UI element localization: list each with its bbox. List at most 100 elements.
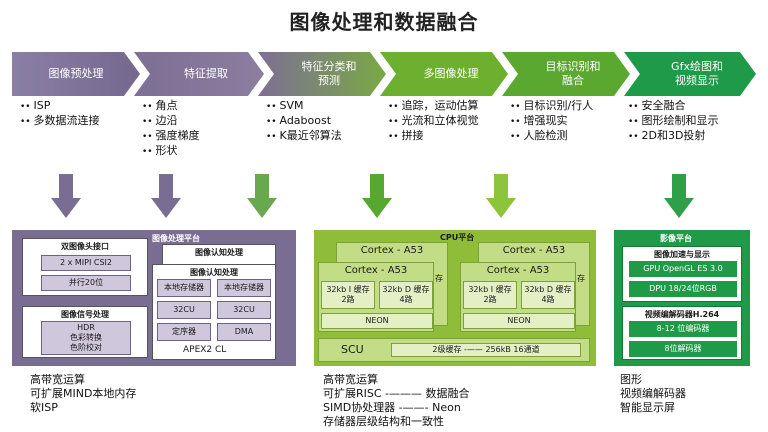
cortex-label: Cortex - A53 (486, 265, 550, 276)
data-cache: 32kb D 缓存 4路 (379, 281, 433, 309)
decoder-block: 8位解码器 (629, 341, 737, 357)
parallel-interface: 并行20位 (41, 275, 131, 291)
stage-bullets-5: 安全融合 图形绘制和显示 2D和3D投射 (628, 99, 718, 144)
bullet-item: K最近邻算法 (266, 129, 341, 144)
down-arrow-icon (362, 174, 392, 218)
bullet-item: 形状 (142, 144, 199, 159)
cortex-a53-core-2: Cortex - A53 32kb I 缓存 2路 32kb D 缓存 4路 N… (460, 262, 576, 332)
image-signal-processing: 图像信号处理 HDR 色彩转换 色阶校对 (22, 306, 148, 358)
bullet-item: 角点 (142, 99, 199, 114)
down-arrow-icon (151, 174, 181, 218)
stage-image-preprocessing: 图像预处理 (12, 52, 140, 96)
stage-label: 多图像处理 (423, 67, 479, 80)
stage-bullets-1: 角点 边沿 强度梯度 形状 (142, 99, 199, 159)
bullet-item: 人脸检测 (510, 129, 593, 144)
bullet-item: 安全融合 (628, 99, 718, 114)
down-arrow-icon (664, 174, 694, 218)
section-label: 图像信号处理 (61, 310, 109, 319)
footer-line: SIMD协处理器 -——- Neon (323, 401, 461, 414)
bullet-item: 图形绘制和显示 (628, 114, 718, 129)
stage-label: 目标识别和 融合 (545, 60, 601, 87)
stage-label: Gfx绘图和 视频显示 (671, 60, 723, 87)
sequencer: 定序器 (157, 323, 211, 341)
section-label: 图像加速与显示 (654, 250, 710, 259)
stage-bullets-3: 追踪，运动估算 光流和立体视觉 拼接 (388, 99, 478, 144)
stage-object-recognition: 目标识别和 融合 (502, 52, 630, 96)
neon-unit: NEON (321, 313, 433, 329)
bullet-item: 追踪，运动估算 (388, 99, 478, 114)
data-cache: 32kb D 缓存 4路 (521, 281, 575, 309)
graphics-accelerator: 图像加速与显示 GPU OpenGL ES 3.0 DPU 18/24位RGB (622, 246, 742, 302)
footer-line: 软ISP (30, 401, 58, 414)
bullet-item: 强度梯度 (142, 129, 199, 144)
panel-title: CPU平台 (440, 233, 475, 242)
image-processing-platform: 图像处理平台 双图像头接口 2 x MIPI CSI2 并行20位 图像信号处理… (12, 230, 296, 366)
down-arrow-icon (486, 174, 516, 218)
footer-image-platform: 高带宽运算 可扩展MIND本地内存 软ISP (30, 373, 136, 415)
bullet-item: 2D和3D投射 (628, 129, 718, 144)
bullet-item: 多数据流连接 (20, 114, 99, 129)
scu-label: SCU (341, 343, 364, 356)
bullet-item: 边沿 (142, 114, 199, 129)
footer-line: 高带宽运算 (30, 373, 85, 386)
footer-line: 高带宽运算 (323, 373, 378, 386)
footer-line: 可扩展RISC -——— 数据融合 (323, 387, 470, 400)
bullet-item: SVM (266, 99, 342, 114)
stage-graphics-display: Gfx绘图和 视频显示 (624, 52, 756, 96)
cortex-label: Cortex - A53 (344, 265, 408, 276)
down-arrow-icon (247, 174, 277, 218)
footer-video-platform: 图形 视频编解码器 智能显示屏 (620, 373, 686, 415)
footer-line: 可扩展MIND本地内存 (30, 387, 137, 400)
dpu-block: DPU 18/24位RGB (629, 281, 737, 297)
bullet-item: Adaboost (266, 114, 342, 129)
panel-title: 影像平台 (660, 234, 692, 243)
instruction-cache: 32kb I 缓存 2路 (463, 281, 517, 309)
video-codec: 视频编解码器H.264 8-12 位编码器 8位解码器 (622, 306, 742, 360)
cache-hint: 存 (577, 274, 585, 283)
stage-bullets-4: 目标识别/行人 增强现实 人脸检测 (510, 99, 593, 144)
l2-cache: 2级缓存 -—— 256kB 16通道 (391, 343, 581, 357)
video-platform: 影像平台 图像加速与显示 GPU OpenGL ES 3.0 DPU 18/24… (614, 230, 750, 366)
footer-line: 图形 (620, 373, 642, 386)
section-label: 双图像头接口 (61, 242, 109, 251)
bullet-item: 拼接 (388, 129, 478, 144)
scu-bar: SCU 2级缓存 -—— 256kB 16通道 (318, 338, 590, 362)
section-label: 图像认知处理 (190, 268, 238, 277)
bullet-item: ISP (20, 99, 99, 114)
stage-label: 特征提取 (184, 67, 228, 80)
stage-label: 特征分类和 预测 (301, 60, 357, 87)
down-arrow-icon (51, 174, 81, 218)
panel-title: 图像处理平台 (152, 234, 200, 243)
footer-line: 存储器层级结构和一致性 (323, 415, 444, 428)
local-memory-1: 本地存储器 (157, 279, 211, 297)
cache-hint: 存 (435, 274, 443, 283)
neon-unit: NEON (463, 313, 575, 329)
bullet-item: 光流和立体视觉 (388, 114, 478, 129)
footer-cpu-platform: 高带宽运算 可扩展RISC -——— 数据融合 SIMD协处理器 -——- Ne… (323, 373, 470, 429)
footer-line: 视频编解码器 (620, 387, 686, 400)
mipi-interface: 2 x MIPI CSI2 (41, 255, 131, 271)
instruction-cache: 32kb I 缓存 2路 (321, 281, 375, 309)
gpu-block: GPU OpenGL ES 3.0 (629, 261, 737, 277)
stage-label: 图像预处理 (48, 67, 104, 80)
apex-label: APEX2 CL (183, 345, 227, 355)
compute-units-2: 32CU (217, 301, 271, 319)
cortex-label: Cortex - A53 (360, 245, 424, 256)
stage-multi-image: 多图像处理 (380, 52, 508, 96)
bullet-item: 目标识别/行人 (510, 99, 593, 114)
compute-units-1: 32CU (157, 301, 211, 319)
cv-front-card: 图像认知处理 本地存储器 本地存储器 32CU 32CU 定序器 DMA APE… (152, 264, 276, 360)
dual-camera-interface: 双图像头接口 2 x MIPI CSI2 并行20位 (22, 238, 148, 296)
footer-line: 智能显示屏 (620, 401, 675, 414)
local-memory-2: 本地存储器 (217, 279, 271, 297)
stage-feature-classification: 特征分类和 预测 (258, 52, 386, 96)
cpu-platform: CPU平台 Cortex - A53 存 Cortex - A53 存 Cort… (314, 230, 596, 366)
cortex-label: Cortex - A53 (502, 245, 566, 256)
diagram-title: 图像处理和数据融合 (289, 10, 479, 34)
stage-feature-extraction: 特征提取 (134, 52, 264, 96)
cortex-a53-core-1: Cortex - A53 32kb I 缓存 2路 32kb D 缓存 4路 N… (318, 262, 434, 332)
isp-functions: HDR 色彩转换 色阶校对 (41, 321, 131, 355)
bullet-item: 增强现实 (510, 114, 593, 129)
stage-bullets-0: ISP 多数据流连接 (20, 99, 99, 129)
dma-engine: DMA (217, 323, 271, 341)
